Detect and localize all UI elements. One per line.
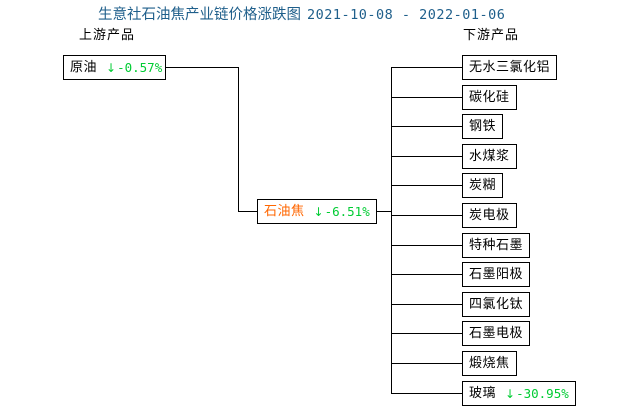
connector-branch-4 xyxy=(391,156,462,157)
connector-branch-3 xyxy=(391,126,462,127)
title-text: 生意社石油焦产业链价格涨跌图 xyxy=(98,7,301,23)
node-change: ↓-0.57% xyxy=(106,61,162,75)
node-label: 四氯化钛 xyxy=(469,297,524,312)
connector-branch-7 xyxy=(391,245,462,246)
node-downstream-4[interactable]: 水煤浆 xyxy=(462,144,517,169)
node-downstream-12[interactable]: 玻璃 ↓-30.95% xyxy=(462,381,576,406)
node-center-petroleum-coke[interactable]: 石油焦 ↓-6.51% xyxy=(257,199,377,224)
connector-crude-vertical xyxy=(238,67,239,212)
connector-branch-9 xyxy=(391,304,462,305)
node-label: 石墨阳极 xyxy=(469,267,524,282)
node-downstream-5[interactable]: 炭糊 xyxy=(462,173,504,198)
connector-branch-8 xyxy=(391,274,462,275)
downstream-trunk xyxy=(391,67,392,393)
connector-branch-11 xyxy=(391,363,462,364)
node-downstream-2[interactable]: 碳化硅 xyxy=(462,85,517,110)
node-downstream-11[interactable]: 煅烧焦 xyxy=(462,351,517,376)
connector-branch-5 xyxy=(391,185,462,186)
node-label: 炭电极 xyxy=(469,208,510,223)
node-label: 原油 xyxy=(70,60,98,75)
node-downstream-7[interactable]: 特种石墨 xyxy=(462,233,531,258)
connector-center-outlet xyxy=(377,211,392,212)
node-label: 玻璃 xyxy=(469,386,497,401)
title-date-range: 2021-10-08 - 2022-01-06 xyxy=(307,7,506,23)
node-downstream-9[interactable]: 四氯化钛 xyxy=(462,292,531,317)
connector-branch-1 xyxy=(391,67,462,68)
connector-branch-12 xyxy=(391,393,462,394)
down-arrow-icon: ↓ xyxy=(505,386,516,401)
connector-branch-2 xyxy=(391,97,462,98)
node-downstream-8[interactable]: 石墨阳极 xyxy=(462,262,531,287)
node-change-value: -30.95% xyxy=(516,385,569,401)
down-arrow-icon: ↓ xyxy=(313,204,324,219)
connector-branch-6 xyxy=(391,215,462,216)
node-label: 碳化硅 xyxy=(469,90,510,105)
node-label: 钢铁 xyxy=(469,119,497,134)
node-change: ↓-30.95% xyxy=(505,387,569,401)
upstream-column-header: 上游产品 xyxy=(79,28,136,43)
node-change-value: -6.51% xyxy=(324,203,370,219)
node-downstream-6[interactable]: 炭电极 xyxy=(462,203,517,228)
node-change: ↓-6.51% xyxy=(314,205,370,219)
node-change-value: -0.57% xyxy=(117,59,163,75)
connector-branch-10 xyxy=(391,333,462,334)
node-label: 水煤浆 xyxy=(469,149,510,164)
node-downstream-1[interactable]: 无水三氯化铝 xyxy=(462,55,558,80)
node-downstream-10[interactable]: 石墨电极 xyxy=(462,321,531,346)
node-label: 无水三氯化铝 xyxy=(469,60,551,75)
node-upstream-crude-oil[interactable]: 原油 ↓-0.57% xyxy=(63,55,166,80)
node-label: 石墨电极 xyxy=(469,326,524,341)
downstream-column-header: 下游产品 xyxy=(463,28,520,43)
node-label: 煅烧焦 xyxy=(469,356,510,371)
node-label: 炭糊 xyxy=(469,178,497,193)
page-title: 生意社石油焦产业链价格涨跌图 2021-10-08 - 2022-01-06 xyxy=(98,7,505,23)
node-downstream-3[interactable]: 钢铁 xyxy=(462,114,504,139)
connector-crude-horizontal xyxy=(166,67,239,68)
down-arrow-icon: ↓ xyxy=(106,60,117,75)
connector-center-inlet xyxy=(238,211,258,212)
node-label: 特种石墨 xyxy=(469,238,524,253)
node-label: 石油焦 xyxy=(264,204,305,219)
